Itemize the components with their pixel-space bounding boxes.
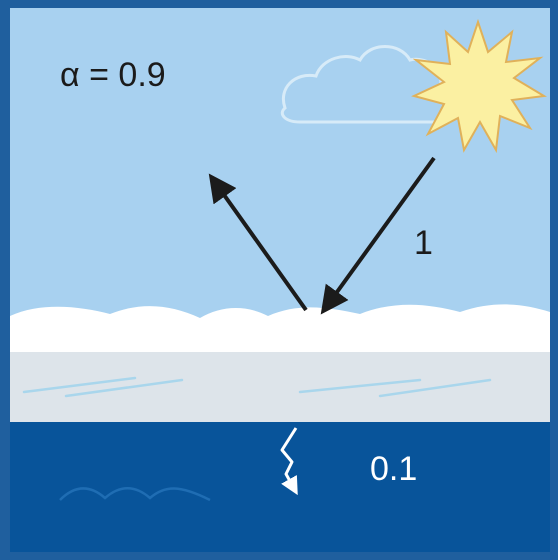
incoming-value-label: 1 — [414, 224, 433, 262]
incoming-arrow — [320, 156, 436, 315]
albedo-label: α = 0.9 — [60, 56, 166, 94]
ice-streaks — [22, 376, 492, 398]
cloud-icon — [280, 45, 454, 124]
ice-layer — [10, 352, 550, 422]
zigzag-arrow-icon — [280, 427, 298, 496]
snow-layer — [10, 304, 550, 352]
sun-icon — [411, 18, 547, 154]
ocean — [10, 422, 550, 552]
reflected-arrow — [208, 173, 308, 312]
absorbed-value-label: 0.1 — [370, 450, 417, 488]
wave — [59, 487, 211, 502]
